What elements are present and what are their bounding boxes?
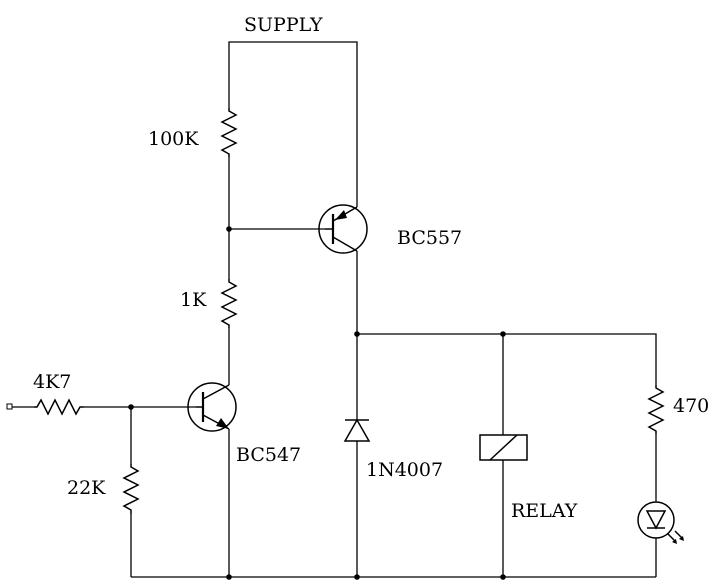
label-bc547: BC547 <box>236 444 301 466</box>
input-terminal <box>6 403 13 410</box>
led <box>637 501 684 544</box>
label-1n4007: 1N4007 <box>366 459 443 481</box>
transistor-bc557 <box>318 204 368 254</box>
supply-rail <box>228 41 358 207</box>
resistor-470 <box>647 385 665 434</box>
output-rail <box>357 333 657 385</box>
relay-coil <box>479 434 528 461</box>
resistor-22k <box>122 464 140 514</box>
resistor-100k <box>220 108 238 157</box>
resistor-4k7 <box>34 398 84 416</box>
diode-1n4007 <box>343 418 371 442</box>
resistor-1k <box>220 279 238 328</box>
label-bc557: BC557 <box>397 227 462 249</box>
label-1k: 1K <box>180 289 207 311</box>
label-relay: RELAY <box>511 500 578 522</box>
label-470: 470 <box>673 395 709 417</box>
transistor-bc547 <box>187 382 237 432</box>
label-4k7: 4K7 <box>33 371 71 393</box>
label-100k: 100K <box>148 128 199 150</box>
label-22k: 22K <box>67 477 106 499</box>
label-supply: SUPPLY <box>244 14 323 36</box>
junction-dots <box>128 226 506 580</box>
